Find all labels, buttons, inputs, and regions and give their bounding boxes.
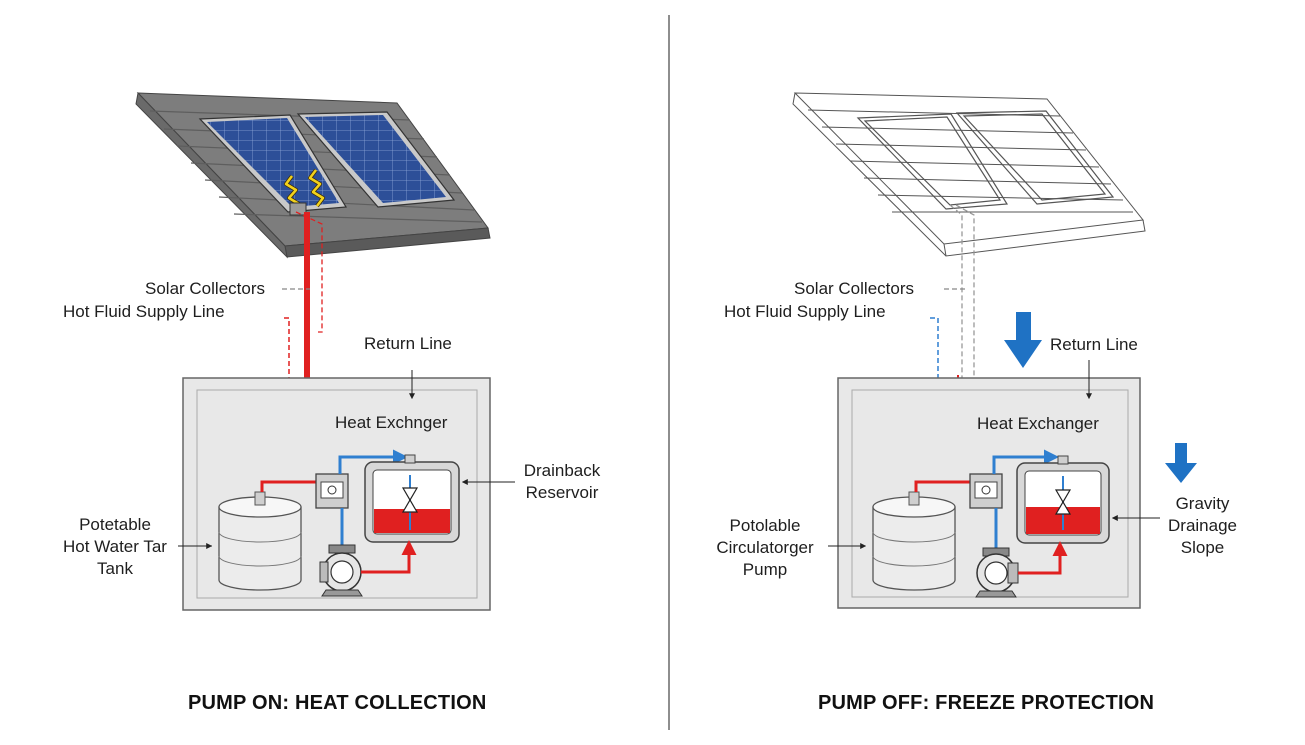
- tank-line-1: Potetable: [79, 515, 151, 534]
- left-label-heat-exchanger: Heat Exchnger: [335, 413, 448, 432]
- right-solar-panel-1-outline: [856, 113, 1009, 210]
- gravity-line-3: Slope: [1180, 538, 1225, 557]
- left-label-return-line: Return Line: [364, 334, 452, 353]
- right-pump-hot-pipe: [1018, 541, 1068, 575]
- left-return-dashed: [295, 211, 323, 333]
- left-solar-panel-2: [296, 111, 456, 208]
- right-label-hot-fluid-supply: Hot Fluid Supply Line: [724, 302, 886, 321]
- left-collector-header: [289, 202, 307, 216]
- left-drainback-reservoir: [364, 454, 460, 543]
- left-supply-leader: [284, 317, 293, 467]
- pump-line-2: Circulatorger: [716, 538, 814, 557]
- right-label-return-line: Return Line: [1050, 335, 1138, 354]
- right-drainback-reservoir: [1016, 455, 1110, 544]
- right-controller: [969, 473, 1003, 509]
- right-caption: PUMP OFF: FREEZE PROTECTION: [818, 692, 1155, 714]
- pump-line-3: Pump: [742, 560, 788, 579]
- gravity-line-1: Gravity: [1175, 494, 1230, 513]
- right-solar-panel-2-outline: [955, 110, 1115, 205]
- right-label-circulator-pump: Potolable Circulatorger Pump: [700, 515, 830, 581]
- right-tank-hot-pipe: [914, 480, 970, 492]
- left-cold-return-pipe: [338, 449, 408, 474]
- gravity-arrow-down-icon: [1165, 443, 1197, 483]
- left-label-drainback-reservoir: Drainback Reservoir: [512, 460, 612, 504]
- right-label-gravity-drainage: Gravity Drainage Slope: [1150, 493, 1255, 559]
- left-hot-water-tank: [218, 491, 302, 591]
- drainback-line-1: Drainback: [523, 461, 601, 480]
- gravity-line-2: Drainage: [1168, 516, 1237, 535]
- pump-line-1: Potolable: [729, 516, 801, 535]
- drainback-line-2: Reservoir: [525, 483, 599, 502]
- right-supply-leader: [930, 317, 942, 472]
- right-label-solar-collectors: Solar Collectors: [794, 279, 914, 298]
- right-roof-outline: [792, 92, 1146, 257]
- right-label-heat-exchanger: Heat Exchanger: [977, 414, 1099, 433]
- left-caption: PUMP ON: HEAT COLLECTION: [188, 692, 487, 714]
- left-pump-hot-pipe: [361, 540, 417, 574]
- freeze-arrow-down-icon: [1004, 312, 1042, 368]
- right-hot-water-tank: [872, 491, 956, 591]
- left-controller: [315, 473, 349, 509]
- left-tank-hot-pipe: [260, 480, 323, 492]
- left-label-solar-collectors: Solar Collectors: [145, 279, 265, 298]
- left-solar-panel-1: [198, 114, 348, 213]
- left-label-hot-fluid-supply: Hot Fluid Supply Line: [63, 302, 225, 321]
- left-label-hot-water-tank: Potetable Hot Water Tar Tank: [40, 514, 190, 580]
- tank-line-3: Tank: [97, 559, 133, 578]
- left-circulator-pump: [319, 544, 363, 597]
- right-cold-return-pipe: [992, 449, 1059, 474]
- tank-line-2: Hot Water Tar: [63, 537, 167, 556]
